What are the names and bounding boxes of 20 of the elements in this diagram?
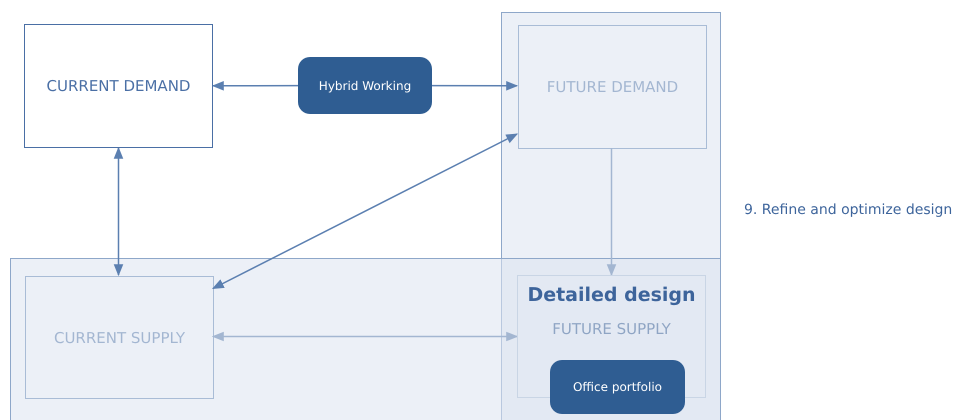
arrow xyxy=(114,146,124,276)
arrow xyxy=(432,80,518,91)
note-text: 9. Refine and optimize design xyxy=(744,202,952,218)
region-panel xyxy=(10,258,721,420)
arrow xyxy=(212,133,518,290)
box-label: Office portfolio xyxy=(572,380,662,394)
process-box xyxy=(25,276,214,399)
process-pill xyxy=(550,360,685,414)
process-box xyxy=(24,24,213,148)
arrow xyxy=(212,80,298,91)
process-box xyxy=(518,25,707,149)
arrow xyxy=(606,148,616,276)
box-label: FUTURE DEMAND xyxy=(546,78,678,96)
arrow xyxy=(212,332,518,342)
box-label: CURRENT SUPPLY xyxy=(54,328,186,346)
box-label: Hybrid Working xyxy=(318,78,412,92)
process-pill xyxy=(298,57,432,114)
box-heading: Detailed design xyxy=(527,284,696,306)
box-label: FUTURE SUPPLY xyxy=(552,320,671,338)
box-label: CURRENT DEMAND xyxy=(46,77,190,95)
